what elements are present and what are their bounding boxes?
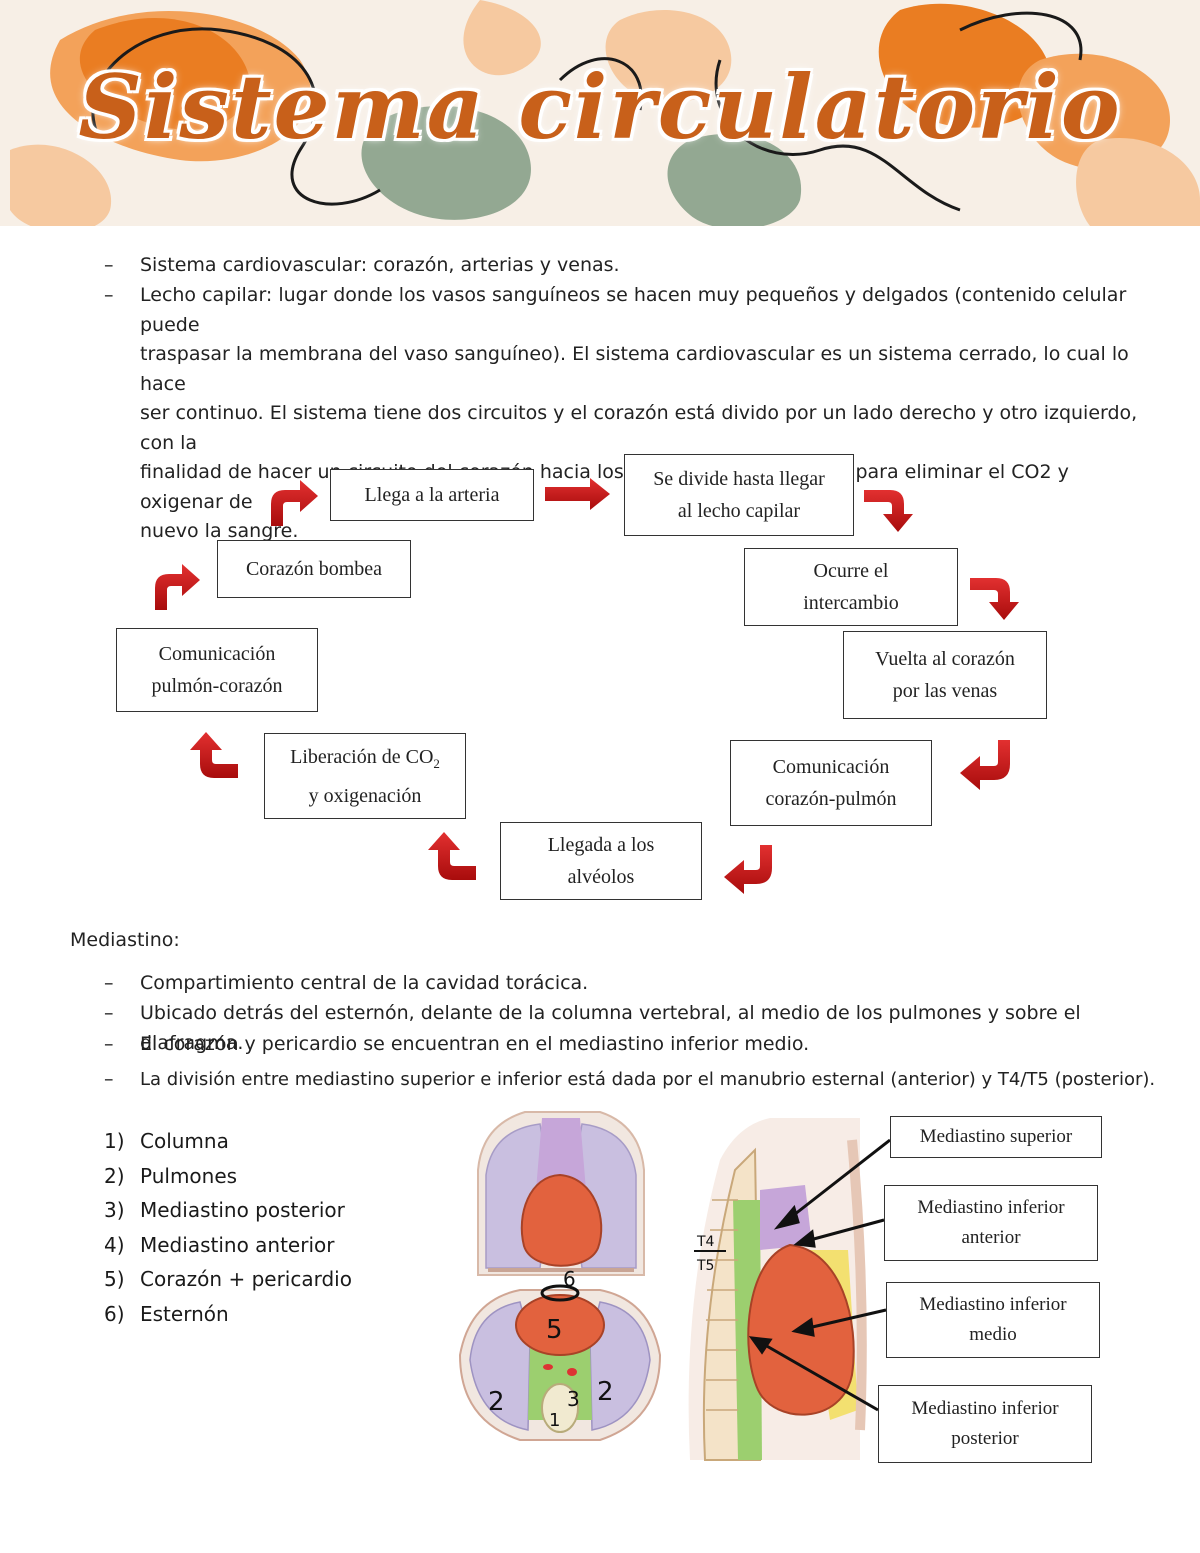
list-number: 5) — [104, 1267, 125, 1291]
list-text: Columna — [140, 1129, 229, 1153]
bullet-text: La división entre mediastino superior e … — [140, 1069, 1156, 1090]
flow-box-text: intercambio — [803, 592, 899, 614]
header-banner: Sistema circulatorio — [0, 0, 1200, 226]
list-item: 3) Mediastino posterior — [104, 1193, 352, 1228]
subscript: 2 — [433, 755, 440, 771]
handwritten-number: 6 — [563, 1267, 576, 1291]
label-text: Mediastino inferior — [911, 1398, 1059, 1419]
flow-box-text: alvéolos — [567, 866, 635, 888]
flow-box-text: Corazón bombea — [245, 558, 383, 580]
list-text: Corazón + pericardio — [140, 1267, 352, 1291]
handwritten-number: 5 — [546, 1315, 563, 1345]
flow-box-text: y oxigenación — [308, 784, 422, 807]
bullet-text: Ubicado detrás del esternón, delante de … — [140, 1002, 1081, 1054]
bullet-marker: – — [104, 284, 114, 306]
label-mediastino-inferior-anterior: Mediastino inferior anterior — [884, 1185, 1098, 1261]
handwritten-number: 2 — [597, 1377, 614, 1407]
list-item: 6) Esternón — [104, 1297, 352, 1332]
paragraph-line: Lecho capilar: lugar donde los vasos san… — [140, 284, 1127, 336]
handwritten-number: 3 — [567, 1387, 580, 1411]
label-mediastino-inferior-posterior: Mediastino inferior posterior — [878, 1385, 1092, 1463]
flow-box-lecho-capilar: Se divide hasta llegar al lecho capilar — [624, 454, 854, 536]
numbered-list: 1) Columna 2) Pulmones 3) Mediastino poster… — [104, 1124, 352, 1331]
list-number: 3) — [104, 1198, 125, 1222]
flow-box-llega-arteria: Llega a la arteria — [330, 469, 534, 521]
bullet-marker: – — [104, 1033, 114, 1055]
section-heading: Mediastino: — [70, 929, 180, 951]
label-text: Mediastino inferior — [919, 1294, 1067, 1315]
flow-box-text: Se divide hasta llegar — [653, 468, 825, 490]
flow-box-text: Comunicación — [772, 756, 890, 778]
paragraph-line: nuevo la sangre. — [140, 520, 299, 542]
flow-box-text: Comunicación — [158, 643, 276, 665]
flow-box-liberacion: Liberación de CO2 y oxigenación — [264, 733, 466, 819]
bullet-marker: – — [104, 254, 114, 276]
flow-box-text: Ocurre el — [813, 560, 889, 582]
handwritten-label: T5 — [696, 1258, 714, 1274]
thorax-sagittal-illustration: T4 T5 — [688, 1118, 867, 1461]
flow-box-comunicacion-pulmon-corazon: Comunicación pulmón-corazón — [116, 628, 318, 712]
decorative-shapes — [10, 0, 1200, 226]
paragraph-line: traspasar la membrana del vaso sanguíneo… — [140, 343, 1129, 395]
label-mediastino-inferior-medio: Mediastino inferior medio — [886, 1282, 1100, 1358]
list-item: 4) Mediastino anterior — [104, 1228, 352, 1263]
list-number: 4) — [104, 1232, 125, 1257]
label-pointers — [748, 1138, 891, 1412]
flow-box-text: Vuelta al corazón — [875, 648, 1015, 670]
bullet-text: El corazón y pericardio se encuentran en… — [140, 1033, 810, 1055]
page-title: Sistema circulatorio — [78, 55, 1122, 159]
bullet-text: Compartimiento central de la cavidad tor… — [140, 972, 589, 994]
paragraph-line: ser continuo. El sistema tiene dos circu… — [140, 402, 1138, 454]
list-number: 1) — [104, 1129, 125, 1153]
flow-box-corazon-bombea: Corazón bombea — [217, 540, 411, 598]
flow-box-vuelta-corazon: Vuelta al corazón por las venas — [843, 631, 1047, 719]
list-item: 5) Corazón + pericardio — [104, 1262, 352, 1297]
flow-box-text: Liberación de CO2 — [290, 745, 440, 771]
flow-box-text: corazón-pulmón — [765, 788, 897, 810]
list-number: 2) — [104, 1163, 125, 1188]
bullet-marker: – — [104, 1068, 114, 1090]
label-text: posterior — [951, 1428, 1019, 1449]
bullet-marker: – — [104, 972, 114, 994]
thorax-frontal-illustration — [468, 1110, 648, 1280]
list-number: 6) — [104, 1301, 125, 1326]
bullet-text: Sistema cardiovascular: corazón, arteria… — [140, 254, 620, 276]
flow-box-text: Llegada a los — [547, 834, 655, 856]
flow-box-text: al lecho capilar — [677, 500, 801, 522]
paragraph: Lecho capilar: lugar donde los vasos san… — [140, 281, 1150, 547]
list-text: Esternón — [140, 1301, 229, 1326]
label-text: Mediastino superior — [919, 1126, 1073, 1147]
list-item: 2) Pulmones — [104, 1159, 352, 1194]
label-text: medio — [969, 1324, 1017, 1345]
flow-box-text: pulmón-corazón — [151, 675, 283, 697]
list-item: 1) Columna — [104, 1124, 352, 1159]
list-text: Mediastino posterior — [140, 1198, 345, 1222]
bullet-marker: – — [104, 1002, 114, 1024]
list-text: Mediastino anterior — [140, 1232, 335, 1257]
label-text: Mediastino inferior — [917, 1197, 1065, 1218]
list-text: Pulmones — [140, 1163, 238, 1188]
label-mediastino-superior: Mediastino superior — [890, 1116, 1102, 1158]
flow-box-text: por las venas — [892, 680, 998, 702]
flow-box-intercambio: Ocurre el intercambio — [744, 548, 958, 626]
handwritten-number: 2 — [488, 1387, 505, 1417]
flow-box-comunicacion-corazon-pulmon: Comunicación corazón-pulmón — [730, 740, 932, 826]
flow-box-alveolos: Llegada a los alvéolos — [500, 822, 702, 900]
handwritten-label: T4 — [696, 1234, 715, 1250]
flow-box-text: Llega a la arteria — [364, 484, 500, 506]
label-text: anterior — [961, 1227, 1021, 1248]
thorax-cross-section-illustration: 5 6 2 2 3 1 — [458, 1267, 662, 1441]
handwritten-number: 1 — [549, 1410, 560, 1431]
